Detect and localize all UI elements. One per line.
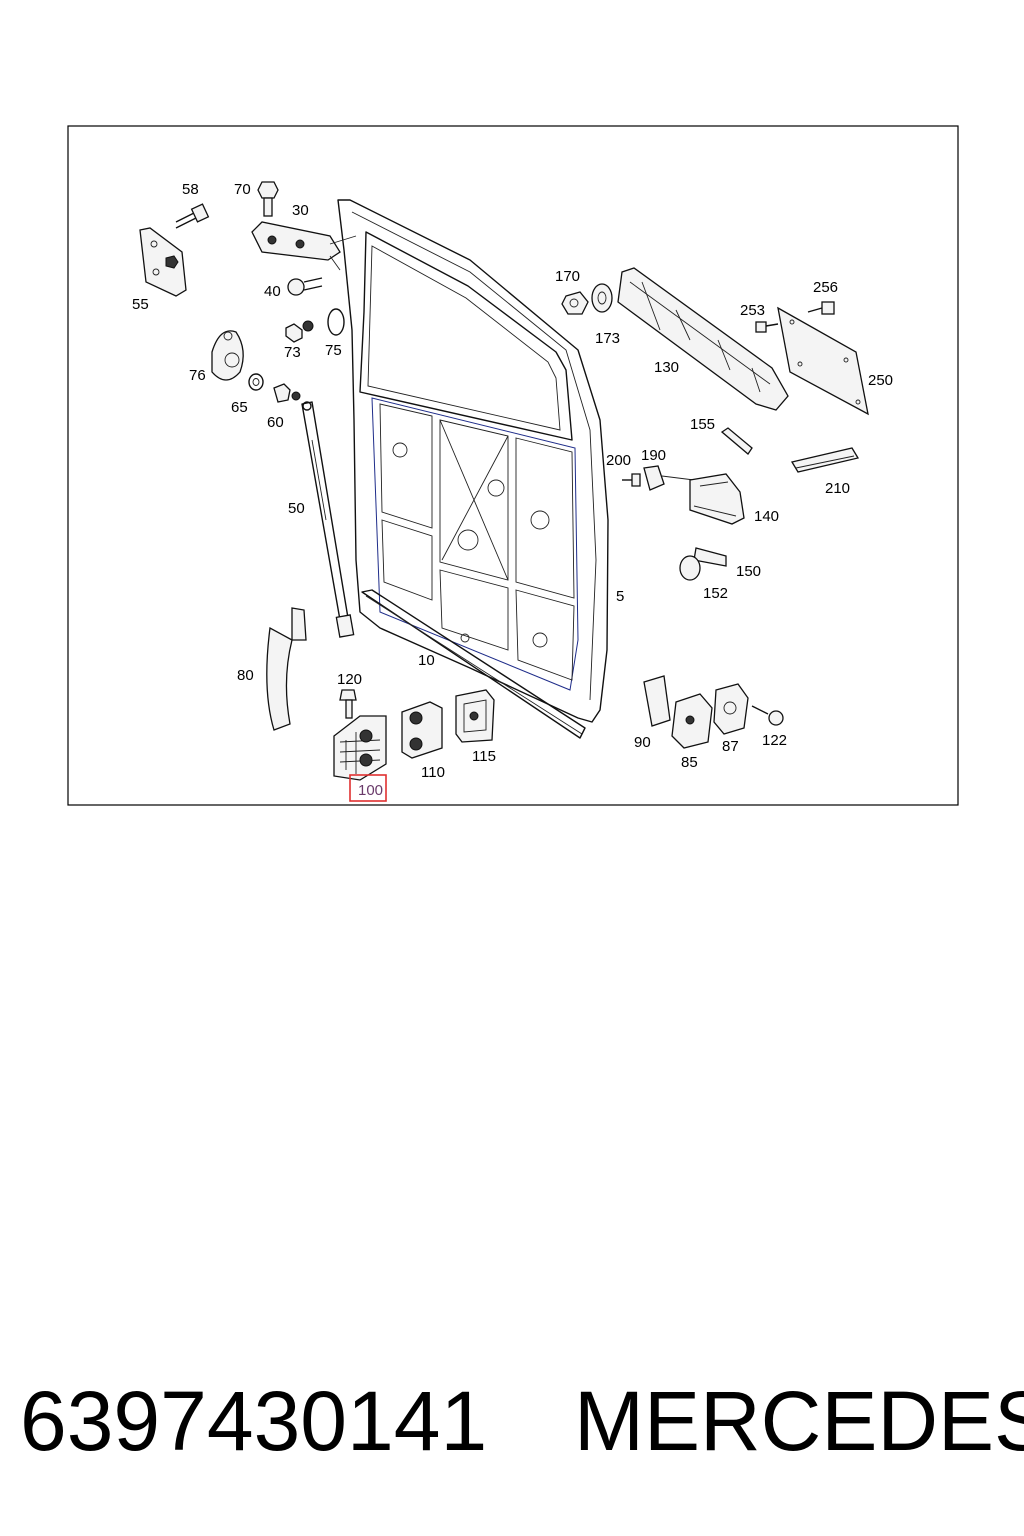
callout-85: 85: [681, 754, 698, 771]
callout-80: 80: [237, 667, 254, 684]
rear-door-panel: [337, 199, 609, 723]
part-number: 6397430141: [20, 1374, 488, 1468]
screw-256: [807, 301, 835, 315]
callout-50: 50: [288, 500, 305, 517]
callout-155: 155: [690, 416, 715, 433]
diagram-frame: [67, 125, 959, 806]
callout-75: 75: [325, 342, 342, 359]
callout-55: 55: [132, 296, 149, 313]
callout-73: 73: [284, 344, 301, 361]
callout-115: 115: [472, 748, 496, 765]
bolt-58: [175, 203, 210, 229]
callout-120: 120: [337, 671, 362, 688]
lens-210: [790, 447, 860, 473]
callout-150: 150: [736, 563, 761, 580]
pin-155: [720, 427, 753, 455]
callout-labels: 58 70 30 55 40 73 75 76 65 60 50 80 120 …: [132, 181, 893, 799]
callout-152: 152: [703, 585, 728, 602]
callout-76: 76: [189, 367, 206, 384]
callout-5: 5: [616, 588, 624, 605]
switch-190-200: [622, 465, 695, 491]
callout-65: 65: [231, 399, 248, 416]
handle-cover-130: [617, 267, 789, 411]
callout-10: 10: [418, 652, 435, 669]
latch-115: [455, 689, 495, 743]
pull-strap-80: [266, 607, 307, 731]
nut-170: [561, 291, 589, 315]
callout-87: 87: [722, 738, 739, 755]
washer-65: [248, 373, 264, 391]
highlight-box-100: [349, 774, 387, 802]
ball-stud-60: [273, 383, 301, 403]
license-plate-250: [777, 306, 869, 416]
bracket-55: [139, 227, 187, 297]
callout-200: 200: [606, 452, 631, 469]
callout-190: 190: [641, 447, 666, 464]
latch-87: [713, 683, 749, 735]
brand-name: MERCEDES: [574, 1374, 1024, 1468]
callout-210: 210: [825, 480, 850, 497]
lock-85: [671, 693, 713, 749]
callout-60: 60: [267, 414, 284, 431]
bolt-122: [751, 705, 784, 726]
washer-75: [327, 308, 345, 336]
bolt-120: [339, 689, 357, 719]
callout-58: 58: [182, 181, 199, 198]
callout-173: 173: [595, 330, 620, 347]
striker-plate-100: [333, 715, 387, 781]
callout-90: 90: [634, 734, 651, 751]
grommet-173: [591, 283, 613, 313]
lamp-140: [689, 473, 745, 525]
gasket-76: [211, 330, 244, 381]
callout-122: 122: [762, 732, 787, 749]
callout-100: 100: [358, 782, 383, 799]
lower-seal-strip: [361, 589, 586, 739]
bulb-150-152: [679, 547, 727, 581]
cover-90: [643, 675, 671, 727]
callout-253: 253: [740, 302, 765, 319]
bolt-73: [285, 320, 314, 343]
plate-110: [401, 701, 443, 759]
callout-250: 250: [868, 372, 893, 389]
caption-bar: 6397430141 MERCEDES: [0, 1366, 1024, 1476]
screw-253: [755, 321, 779, 333]
callout-140: 140: [754, 508, 779, 525]
callout-40: 40: [264, 283, 281, 300]
callout-170: 170: [555, 268, 580, 285]
hinge-30: [251, 221, 357, 271]
bolt-70: [257, 181, 279, 217]
callout-256: 256: [813, 279, 838, 296]
gas-strut-50: [301, 401, 355, 638]
callout-70: 70: [234, 181, 251, 198]
bolt-40: [287, 277, 323, 296]
callout-130: 130: [654, 359, 679, 376]
callout-30: 30: [292, 202, 309, 219]
callout-110: 110: [421, 764, 445, 781]
parts-diagram: 58 70 30 55 40 73 75 76 65 60 50 80 120 …: [67, 125, 959, 806]
